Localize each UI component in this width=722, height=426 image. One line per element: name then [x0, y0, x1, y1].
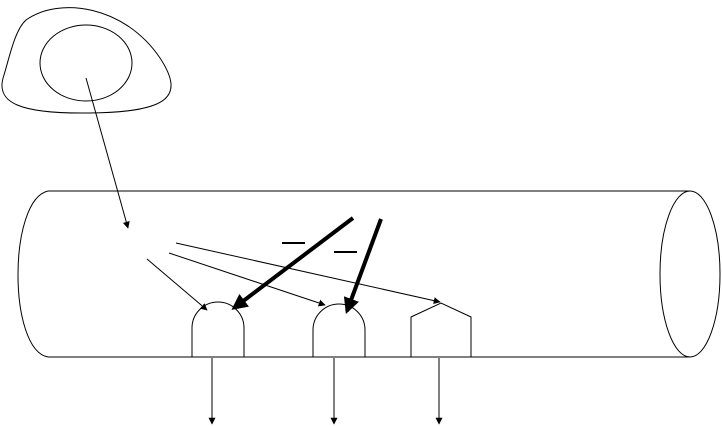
- receptor-middle: [312, 303, 366, 357]
- source-cell-outline: [1, 7, 172, 114]
- arrow-to-receptor-left: [146, 258, 208, 311]
- receptor-left: [191, 301, 245, 357]
- bold-arrow-inhibit-middle: [343, 218, 383, 315]
- signal-arrow-from-cell: [85, 77, 130, 229]
- bold-arrow-inhibit-left: [231, 216, 355, 310]
- receptor-right: [410, 302, 472, 357]
- cylinder-left-cap: [17, 190, 49, 358]
- arrow-to-receptor-middle: [168, 252, 326, 307]
- arrow-to-receptor-right: [175, 242, 441, 305]
- cylinder-right-cap: [659, 190, 721, 358]
- source-cell-nucleus: [39, 24, 133, 102]
